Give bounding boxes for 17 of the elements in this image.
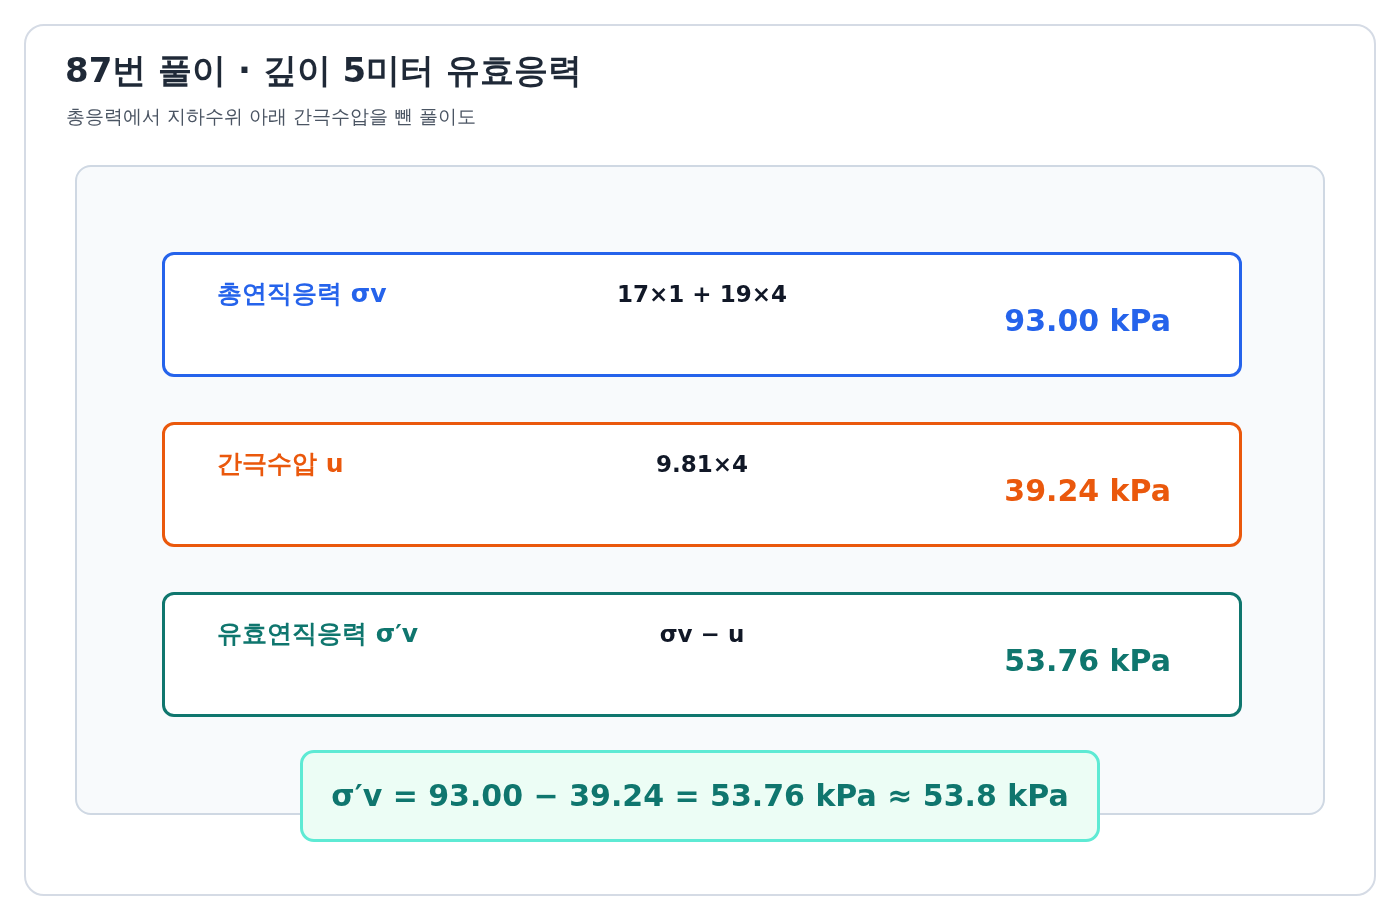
value: 39.24 kPa [1004,473,1171,509]
title: 87번 풀이 · 깊이 5미터 유효응력 [65,50,583,91]
formula: σv − u [659,621,745,649]
panel-background [75,165,1325,815]
quantity-name: 유효연직응력 σ′v [217,619,419,649]
subtitle: 총응력에서 지하수위 아래 간극수압을 뺀 풀이도 [66,105,477,128]
formula: 17×1 + 19×4 [617,281,787,309]
formula: 9.81×4 [656,451,748,479]
quantity-name: 간극수압 u [217,449,344,479]
result-equation: σ′v = 93.00 − 39.24 = 53.76 kPa ≈ 53.8 kPa [331,778,1069,814]
value: 93.00 kPa [1004,303,1171,339]
stress-card [162,592,1242,717]
result-box [300,750,1100,842]
stress-card [162,252,1242,377]
value: 53.76 kPa [1004,643,1171,679]
stress-card [162,422,1242,547]
quantity-name: 총연직응력 σv [217,279,387,309]
